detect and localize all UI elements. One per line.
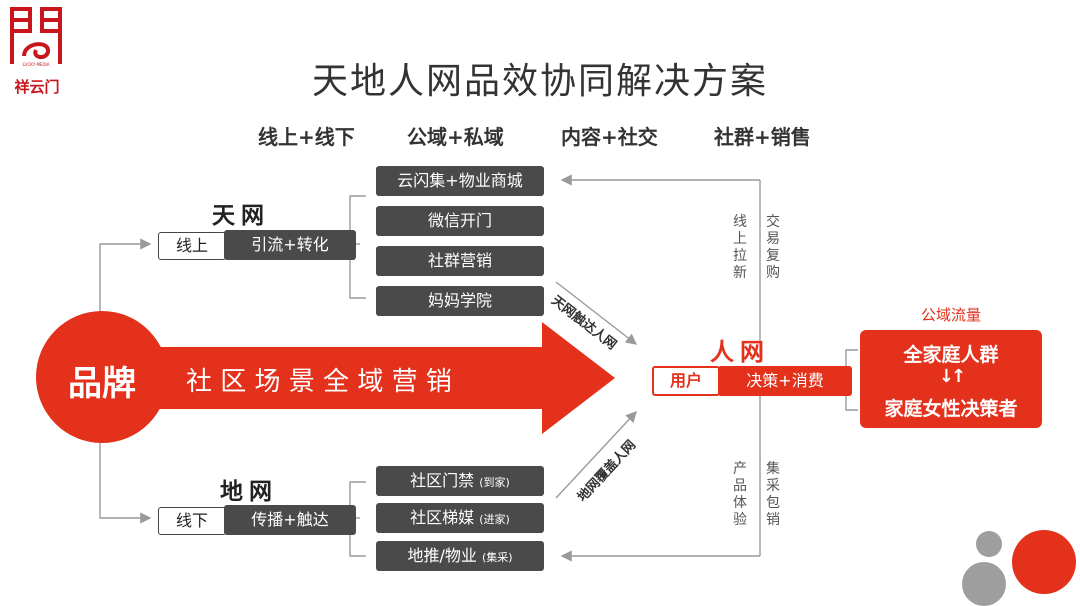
renwang-action: 决策+消费	[718, 366, 852, 396]
tianwang-action: 引流+转化	[224, 230, 356, 260]
diwang-action: 传播+触达	[224, 505, 356, 535]
diwang-item-3-main: 地推/物业	[407, 546, 477, 565]
tianwang-item-4: 妈妈学院	[376, 286, 544, 316]
logo-icon: LUCKY·MEDIA	[10, 7, 62, 67]
decor-grey-circle-small	[976, 531, 1002, 557]
diwang-item-2: 社区梯媒 (进家)	[376, 503, 544, 533]
renwang-title: 人网	[710, 337, 770, 366]
tianwang-item-1: 云闪集+物业商城	[376, 166, 544, 196]
page-title: 天地人网品效协同解决方案	[311, 61, 768, 102]
diwang-item-2-tag: (进家)	[479, 513, 510, 526]
logo-lettering: LUCKY·MEDIA	[23, 62, 50, 67]
keyword-public-private: 公域+私域	[407, 125, 504, 149]
vlabel-trade-repurchase: 交易复购	[766, 214, 780, 281]
tianwang-title: 天网	[212, 202, 270, 229]
public-traffic-line1: 全家庭人群	[903, 344, 999, 366]
offline-label: 线下	[158, 507, 226, 535]
diwang-item-1-main: 社区门禁	[410, 471, 475, 490]
public-traffic-line2: 家庭女性决策者	[884, 398, 1018, 420]
keyword-content-social: 内容+社交	[561, 125, 658, 149]
diwang-item-3-tag: (集采)	[481, 551, 513, 564]
public-traffic-box	[860, 330, 1042, 428]
online-label: 线上	[158, 232, 226, 260]
vlabel-online-new: 线上拉新	[733, 214, 747, 281]
vlabel-bulk-sales: 集采包销	[766, 461, 780, 528]
diwang-item-1-tag: (到家)	[479, 476, 510, 489]
brand-label: 品牌	[68, 364, 136, 404]
tianwang-item-2: 微信开门	[376, 206, 544, 236]
brand-arrow	[120, 322, 615, 434]
diwang-item-1: 社区门禁 (到家)	[376, 466, 544, 496]
brand-circle	[36, 311, 168, 443]
keyword-online-offline: 线上+线下	[258, 125, 355, 149]
vlabel-product-experience: 产品体验	[733, 461, 747, 528]
brand-arrow-text: 社 区 场 景 全 域 营 销	[186, 367, 452, 397]
swap-arrows-icon: ↓↑	[938, 366, 966, 387]
diwang-item-3: 地推/物业 (集采)	[376, 541, 544, 571]
diwang-title: 地网	[220, 478, 278, 505]
public-traffic-caption: 公域流量	[920, 306, 981, 324]
decor-red-circle	[1012, 530, 1076, 594]
keyword-community-sales: 社群+销售	[714, 125, 811, 149]
logo-name: 祥云门	[14, 78, 60, 96]
user-label: 用户	[652, 366, 720, 396]
decor-grey-circle-large	[962, 562, 1006, 606]
diwang-item-2-main: 社区梯媒	[410, 508, 475, 527]
tianwang-item-3: 社群营销	[376, 246, 544, 276]
